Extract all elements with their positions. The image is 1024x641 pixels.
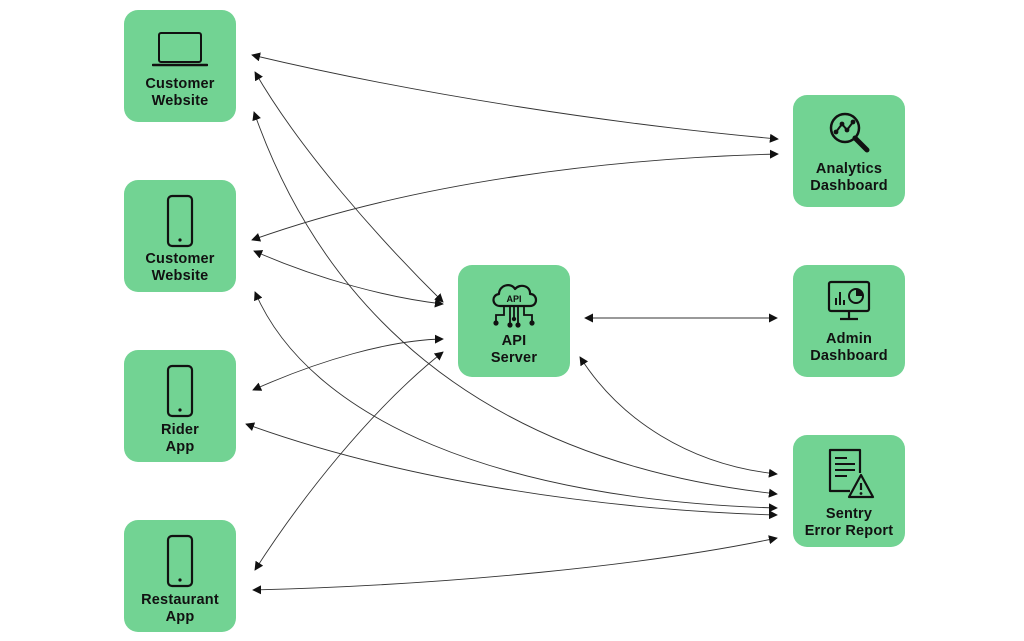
- edge-rider-app-api-server: [252, 334, 444, 391]
- edge-customer-website-desktop-analytics-dashboard: [251, 52, 779, 143]
- node-label-line1: Customer: [145, 251, 215, 267]
- edge-api-server-sentry: [579, 356, 778, 478]
- api-cloud-icon: API: [458, 279, 570, 331]
- node-label-line2: Error Report: [804, 523, 894, 539]
- edge-customer-website-mobile-analytics-dashboard: [251, 149, 779, 242]
- node-rider-app[interactable]: Rider App: [124, 350, 236, 462]
- node-label: Restaurant App: [126, 592, 234, 626]
- laptop-icon: [124, 31, 236, 69]
- node-label-line1: Sentry: [825, 506, 873, 522]
- node-label-line1: Rider: [160, 422, 200, 438]
- smartphone-icon: [124, 194, 236, 248]
- node-customer-website-mobile[interactable]: Customer Website: [124, 180, 236, 292]
- node-label-line1: API: [501, 333, 527, 349]
- node-label-line1: Restaurant: [141, 592, 219, 608]
- report-warning-icon: [793, 447, 905, 501]
- node-label-line2: Website: [151, 268, 209, 284]
- node-label: Customer Website: [126, 251, 234, 285]
- node-label-line1: Admin: [825, 331, 873, 347]
- node-admin-dashboard[interactable]: Admin Dashboard: [793, 265, 905, 377]
- node-customer-website-desktop[interactable]: Customer Website: [124, 10, 236, 122]
- edge-restaurant-app-sentry: [252, 535, 778, 595]
- edge-customer-website-mobile-api-server: [253, 250, 444, 308]
- api-icon-text: API: [506, 294, 521, 304]
- node-sentry-error-report[interactable]: Sentry Error Report: [793, 435, 905, 547]
- node-label: API Server: [460, 333, 568, 367]
- node-label-line2: Server: [490, 350, 538, 366]
- node-api-server[interactable]: API API Server: [458, 265, 570, 377]
- node-label: Sentry Error Report: [795, 506, 903, 540]
- edge-restaurant-app-api-server: [254, 351, 444, 571]
- smartphone-icon: [124, 534, 236, 588]
- node-label-line1: Customer: [145, 76, 215, 92]
- node-label: Rider App: [126, 422, 234, 456]
- analytics-search-icon: [793, 109, 905, 155]
- node-label-line2: Dashboard: [810, 178, 888, 194]
- node-restaurant-app[interactable]: Restaurant App: [124, 520, 236, 632]
- node-label-line2: Website: [151, 93, 209, 109]
- node-label: Admin Dashboard: [795, 331, 903, 365]
- node-label: Customer Website: [126, 76, 234, 110]
- monitor-chart-icon: [793, 279, 905, 323]
- node-label-line1: Analytics: [815, 161, 883, 177]
- smartphone-icon: [124, 364, 236, 418]
- edge-customer-website-desktop-api-server: [254, 71, 444, 303]
- node-label-line2: App: [165, 439, 195, 455]
- node-label-line2: Dashboard: [810, 348, 888, 364]
- edge-rider-app-sentry: [245, 422, 778, 520]
- node-label: Analytics Dashboard: [795, 161, 903, 195]
- node-analytics-dashboard[interactable]: Analytics Dashboard: [793, 95, 905, 207]
- node-label-line2: App: [165, 609, 195, 625]
